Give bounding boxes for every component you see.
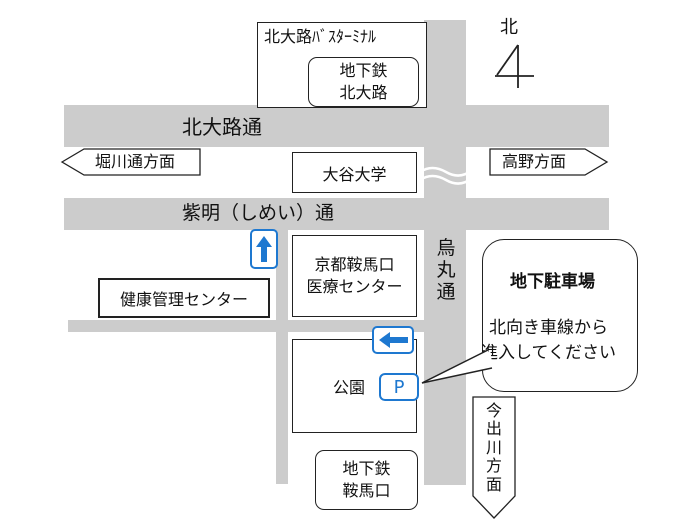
imadegawa-direction-label: 今出川方面: [485, 401, 502, 494]
takano-direction-arrow-icon: [489, 148, 609, 176]
parking-icon: P: [379, 373, 419, 401]
road-label-kitaoji: 北大路通: [182, 115, 262, 139]
bus-terminal-label: 北大路ﾊﾞｽﾀｰﾐﾅﾙ: [264, 27, 377, 46]
road-break-icon: [419, 166, 473, 185]
road-small-vertical: [276, 230, 288, 484]
callout-tail: [421, 349, 493, 384]
subway-kuramaguchi-box: 地下鉄 鞍馬口: [315, 450, 418, 510]
northbound-arrow-icon: [250, 229, 278, 269]
horikawa-direction-label: 堀川通方面: [95, 152, 176, 171]
callout-title: 地下駐車場: [510, 272, 595, 292]
park-label: 公園: [333, 378, 366, 397]
medical-center-line2: 医療センター: [306, 277, 403, 296]
left-turn-arrow-icon: [372, 326, 414, 354]
subway-kuramaguchi-line1: 地下鉄: [342, 459, 391, 479]
health-center-label: 健康管理センター: [119, 290, 248, 309]
medical-center-line1: 京都鞍馬口: [314, 255, 395, 275]
medical-center-box: 京都鞍馬口 医療センター: [292, 235, 417, 317]
parking-callout: [482, 239, 638, 392]
subway-kitaoji-line1: 地下鉄: [339, 61, 388, 81]
subway-kuramaguchi-line2: 鞍馬口: [342, 481, 391, 500]
road-kitaoji: [64, 105, 609, 147]
subway-kitaoji-box: 地下鉄 北大路: [308, 57, 419, 107]
north-arrow-icon: [495, 44, 534, 88]
horikawa-direction-arrow-icon: [60, 148, 201, 176]
otani-university-label: 大谷大学: [322, 164, 387, 184]
imadegawa-direction-arrow-icon: [472, 396, 516, 519]
road-label-karasuma: 烏丸通: [436, 237, 456, 303]
health-center-box: 健康管理センター: [98, 278, 270, 318]
road-label-shimei: 紫明（しめい）通: [182, 202, 335, 224]
parking-label: P: [393, 376, 405, 398]
subway-kitaoji-line2: 北大路: [339, 83, 388, 102]
road-shimei: [64, 198, 609, 230]
north-label: 北: [500, 17, 518, 38]
road-small-horizontal: [68, 320, 424, 332]
road-karasuma: [424, 20, 466, 485]
callout-line1: 北向き車線から: [489, 318, 608, 338]
callout-line2: 進入してください: [481, 343, 616, 363]
otani-university-box: 大谷大学: [292, 152, 417, 193]
takano-direction-label: 高野方面: [502, 152, 567, 171]
